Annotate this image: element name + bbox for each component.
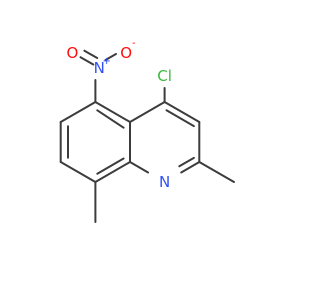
bond-nitro-o-double-b (83, 49, 99, 59)
bond-c4a-c5 (94, 101, 131, 123)
nitro-single-bond-oxygen-atom-label: O (120, 44, 132, 62)
molecule-structure-diagram: Cl N N + O O - (59, 38, 235, 223)
bond-c8-c8a (94, 161, 131, 183)
bond-nitro-o-single (104, 53, 117, 61)
nitro-double-bond-oxygen-atom-label: O (66, 44, 78, 62)
bond-c2-n1 (180, 161, 201, 174)
bond-c7-c8 (59, 161, 97, 183)
bond-c8-c8a-inner (96, 157, 125, 175)
nitro-nitrogen-atom-label: N (94, 59, 105, 77)
bond-nitro-o-double-a (79, 56, 95, 66)
bond-c2-methyl (198, 161, 235, 183)
bond-c4a-c5-inner (96, 109, 125, 129)
ring-nitrogen-atom-label: N (159, 173, 170, 191)
bond-c2-n1-inner (178, 156, 195, 168)
bond-n1-c8a (129, 161, 150, 174)
bond-c4-c3-inner (165, 109, 195, 128)
nitro-nitrogen-positive-charge: + (103, 56, 111, 67)
bond-c4a-c4 (129, 101, 166, 123)
bond-c5-c6 (59, 101, 97, 123)
chlorine-atom-label: Cl (157, 67, 172, 85)
nitro-oxygen-negative-charge: - (132, 38, 136, 49)
bond-c4-c3 (163, 101, 201, 123)
